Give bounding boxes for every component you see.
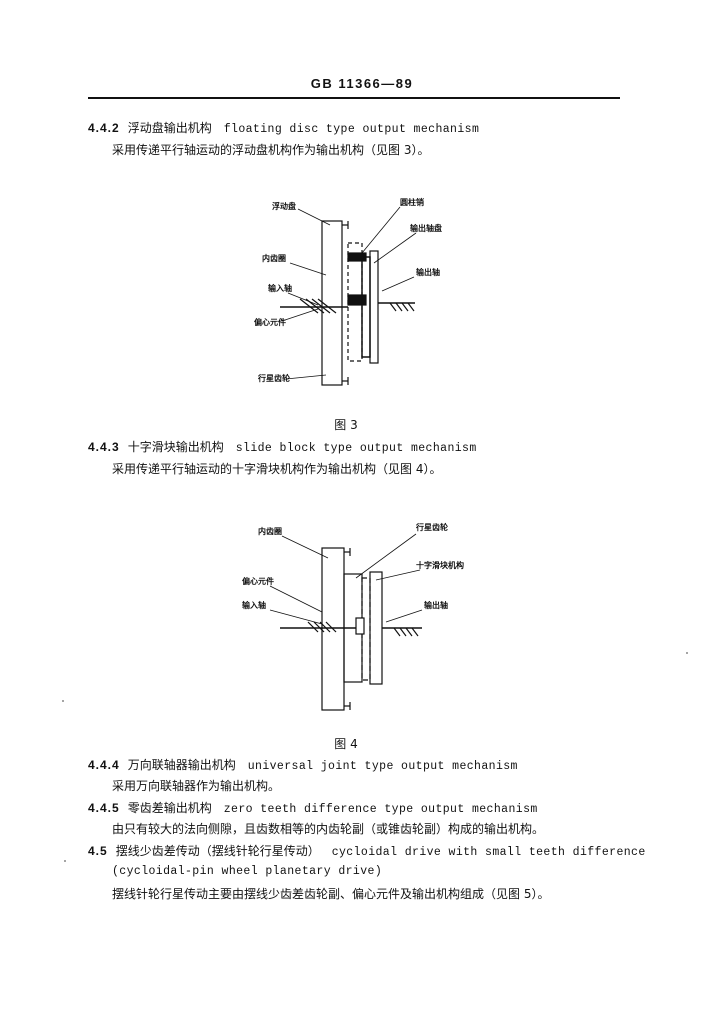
scan-speck — [62, 700, 64, 702]
figure-4-diagram: 内齿圈 行星齿轮 十字滑块机构 偏心元件 输入轴 输出轴 — [242, 522, 464, 711]
section-title-zh: 浮动盘输出机构 — [127, 121, 212, 135]
standard-number-header: GB 11366—89 — [310, 76, 414, 91]
section-title-en: slide block type output mechanism — [235, 442, 477, 455]
label-planet-gear: 行星齿轮 — [257, 373, 290, 383]
section-title-zh: 摆线少齿差传动（摆线针轮行星传动） — [115, 844, 320, 858]
label-floating-disc: 浮动盘 — [272, 201, 296, 211]
section-4-4-4-description: 采用万向联轴器作为输出机构。 — [112, 779, 281, 793]
label-cross-slider: 十字滑块机构 — [416, 560, 464, 570]
section-4-5-title-en-continued: (cycloidal-pin wheel planetary drive) — [112, 865, 383, 878]
label-planet-gear: 行星齿轮 — [415, 522, 448, 532]
scan-speck — [686, 652, 688, 654]
label-internal-gear: 内齿圈 — [262, 253, 286, 263]
label-eccentric-element: 偏心元件 — [254, 317, 286, 327]
section-title-en: floating disc type output mechanism — [223, 123, 480, 136]
label-cylinder-pin: 圆柱销 — [400, 197, 424, 207]
section-title-en: universal joint type output mechanism — [247, 760, 518, 773]
figure-3-diagram: 浮动盘 圆柱销 输出轴盘 内齿圈 输出轴 输入轴 偏心元件 行星齿轮 — [254, 197, 442, 386]
section-4-4-4-heading: 4.4.4 万向联轴器输出机构 universal joint type outpu… — [88, 757, 518, 775]
section-title-zh: 万向联轴器输出机构 — [127, 758, 236, 772]
section-4-4-5-heading: 4.4.5 零齿差输出机构 zero teeth difference type o… — [88, 800, 538, 818]
section-4-4-2-description: 采用传递平行轴运动的浮动盘机构作为输出机构（见图 3）。 — [112, 143, 430, 157]
section-4-4-5-description: 由只有较大的法向侧隙，且齿数相等的内齿轮副（或锥齿轮副）构成的输出机构。 — [112, 822, 545, 836]
label-internal-gear: 内齿圈 — [258, 526, 282, 536]
section-title-en: zero teeth difference type output mechan… — [223, 803, 538, 816]
label-output-shaft: 输出轴 — [416, 267, 440, 277]
section-number: 4.4.3 — [88, 440, 120, 454]
section-title-zh: 十字滑块输出机构 — [127, 440, 224, 454]
section-title-zh: 零齿差输出机构 — [127, 801, 212, 815]
section-title-en: cycloidal drive with small teeth differe… — [331, 846, 646, 859]
section-4-5-description: 摆线针轮行星传动主要由摆线少齿差齿轮副、偏心元件及输出机构组成（见图 5）。 — [112, 887, 550, 901]
label-input-shaft: 输入轴 — [268, 283, 292, 293]
section-number: 4.5 — [88, 844, 108, 858]
figure-3-caption: 图 3 — [334, 418, 358, 432]
section-4-5-heading: 4.5 摆线少齿差传动（摆线针轮行星传动） cycloidal drive with… — [88, 843, 646, 861]
figure-4-caption: 图 4 — [334, 737, 358, 751]
label-output-shaft: 输出轴 — [424, 600, 448, 610]
scan-speck — [64, 860, 66, 862]
label-eccentric-element: 偏心元件 — [242, 576, 274, 586]
section-4-4-3-description: 采用传递平行轴运动的十字滑块机构作为输出机构（见图 4）。 — [112, 462, 442, 476]
section-4-4-3-heading: 4.4.3 十字滑块输出机构 slide block type output mec… — [88, 439, 477, 457]
section-number: 4.4.5 — [88, 801, 120, 815]
header-rule — [88, 97, 620, 99]
label-input-shaft: 输入轴 — [242, 600, 266, 610]
section-number: 4.4.2 — [88, 121, 120, 135]
section-number: 4.4.4 — [88, 758, 120, 772]
section-4-4-2-heading: 4.4.2 浮动盘输出机构 floating disc type output me… — [88, 120, 479, 138]
label-output-disc: 输出轴盘 — [410, 223, 442, 233]
